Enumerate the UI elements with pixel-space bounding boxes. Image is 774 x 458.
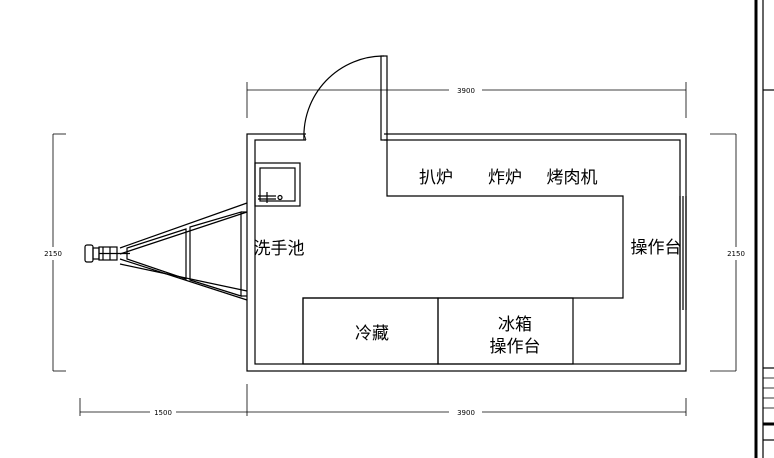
- tow-tongue: [119, 202, 248, 301]
- label-cold-storage: 冷藏: [355, 324, 389, 344]
- door: [303, 55, 388, 142]
- trailer-inner-wall: [254, 139, 681, 365]
- dim-left: 2150: [44, 133, 66, 372]
- dim-bottom-tongue-label: 1500: [154, 409, 172, 417]
- dim-left-label: 2150: [44, 250, 62, 258]
- dim-right: 2150: [710, 133, 745, 372]
- fridge-counter-box: [437, 297, 574, 365]
- label-sink: 洗手池: [254, 239, 305, 259]
- label-counter-right: 操作台: [631, 238, 682, 258]
- trailer-outer-wall: [246, 133, 687, 372]
- dim-bottom: 1500 3900: [79, 384, 687, 417]
- hand-sink: [254, 162, 301, 207]
- side-window: [679, 196, 687, 310]
- title-block-border: [754, 0, 774, 458]
- label-fridge-counter-line1: 冰箱: [498, 315, 532, 335]
- label-fryer: 炸炉: [488, 168, 522, 188]
- dim-right-label: 2150: [727, 250, 745, 258]
- label-grill: 烤肉机: [547, 168, 598, 188]
- dim-bottom-width-label: 3900: [457, 409, 475, 417]
- dim-top-label: 3900: [457, 87, 475, 95]
- coupler: [84, 244, 130, 263]
- label-griddle: 扒炉: [419, 168, 453, 188]
- dim-top: 3900: [246, 82, 687, 118]
- label-fridge-counter-line2: 操作台: [490, 337, 541, 357]
